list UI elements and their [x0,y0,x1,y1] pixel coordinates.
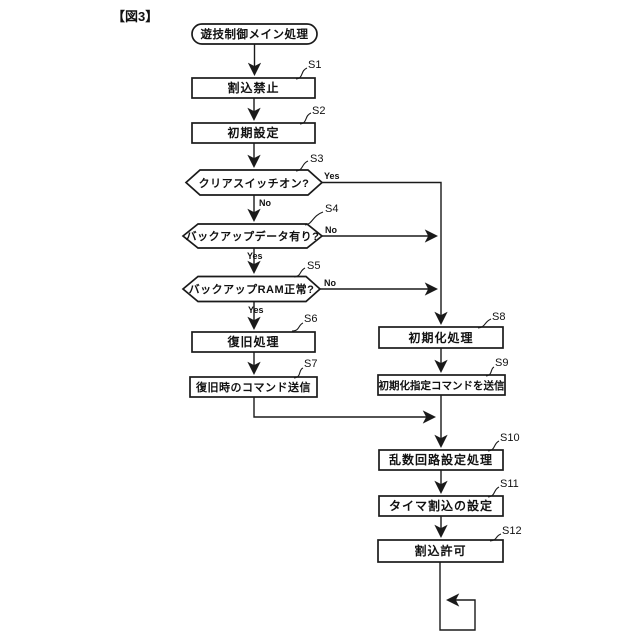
leader-s2 [299,112,312,125]
node-s9-label: 初期化指定コマンドを送信 [379,379,505,392]
branch-s3-yes: Yes [324,171,340,181]
branch-s5-no: No [324,278,336,288]
branch-s3-no: No [259,198,271,208]
leader-s4 [304,211,324,226]
edge-s12-loop [439,562,476,631]
branch-s5-yes: Yes [248,305,264,315]
node-s7-label: 復旧時のコマンド送信 [195,380,311,394]
leader-s9 [485,366,495,377]
figure-label: 【図3】 [112,9,158,24]
node-s4-decision [181,223,324,249]
node-s5-decision [181,275,322,303]
node-s8-box [378,326,504,349]
node-s10-box [378,449,504,471]
node-s11-box [378,495,504,517]
node-start-terminal [191,23,318,45]
leader-s5 [293,267,306,278]
node-s1-label: 割込禁止 [227,80,279,95]
node-s3-decision [184,169,324,196]
node-s7-box [189,376,318,398]
node-s2-box [191,122,316,144]
node-s11-label: タイマ割込の設定 [389,498,493,513]
step-tag-s12: S12 [502,525,522,537]
step-tag-s9: S9 [495,357,508,369]
leader-s12 [489,533,502,542]
node-s3-label: クリアスイッチオン? [199,177,310,190]
node-s1-box [191,77,316,99]
node-s6-box [191,331,316,353]
edge-s3-yes-s8 [322,181,448,325]
leader-s11 [487,486,500,498]
branch-s4-no: No [325,225,337,235]
node-s2-label: 初期設定 [227,125,279,140]
node-start-label: 遊技制御メイン処理 [201,27,309,41]
step-tag-s6: S6 [304,313,317,325]
branch-s4-yes: Yes [247,251,263,261]
step-tag-s2: S2 [312,105,325,117]
node-s4-label: バックアップデータ有り? [186,229,320,243]
step-tag-s3: S3 [310,153,323,165]
step-tag-s1: S1 [308,59,321,71]
leader-s8 [477,318,492,329]
leader-s6 [291,322,304,332]
node-s8-label: 初期化処理 [408,330,473,345]
node-s12-label: 割込許可 [414,543,466,558]
node-s6-label: 復旧処理 [226,334,279,349]
step-tag-s11: S11 [500,478,519,490]
step-tag-s4: S4 [325,203,338,215]
node-s9-box [377,374,506,396]
leader-s1 [295,67,308,80]
node-s10-label: 乱数回路設定処理 [389,452,493,467]
step-tag-s5: S5 [307,260,320,272]
edge-s7-merge [253,397,436,424]
leader-s10 [487,440,500,452]
leader-s7 [293,367,304,379]
node-s12-box [377,539,504,563]
node-s5-label: バックアップRAM正常? [189,282,315,296]
leader-s3 [295,160,309,172]
step-tag-s7: S7 [304,358,317,370]
step-tag-s8: S8 [492,311,505,323]
step-tag-s10: S10 [500,432,520,444]
